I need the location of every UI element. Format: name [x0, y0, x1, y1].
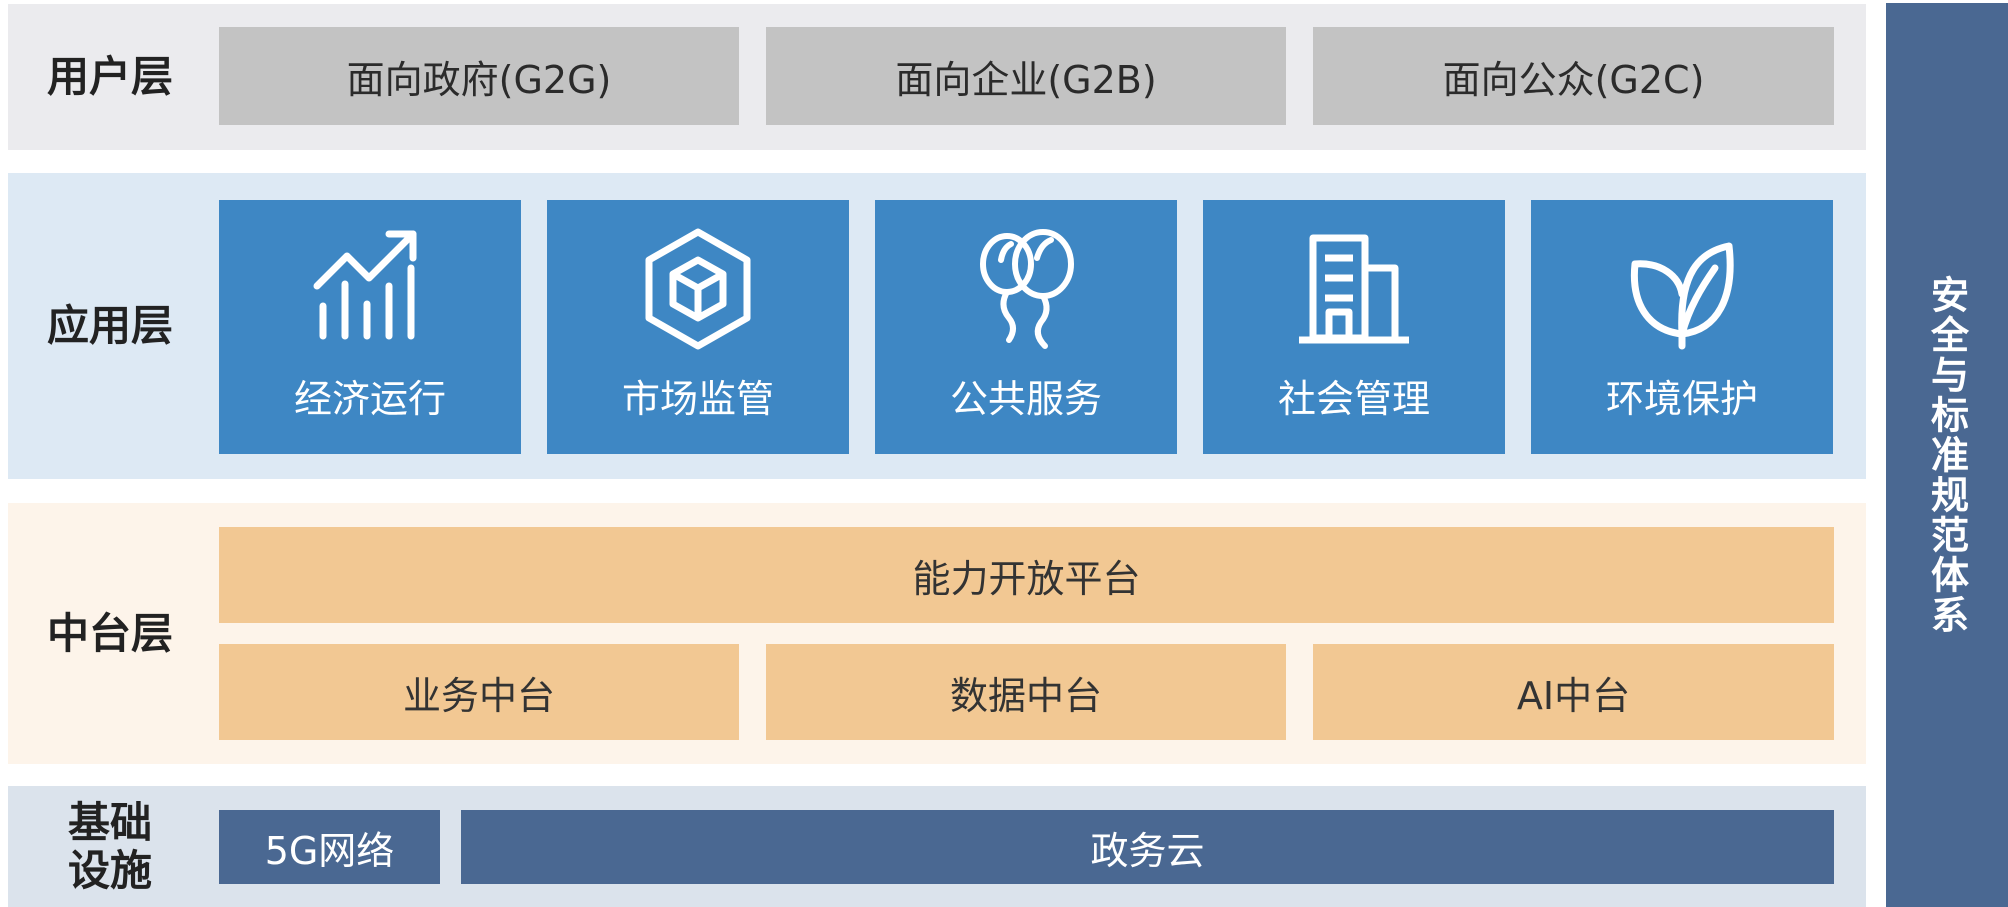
app-tile-market: 市场监管: [547, 200, 849, 454]
building-icon: [1289, 224, 1419, 354]
data-middle-platform-box: 数据中台: [766, 644, 1286, 740]
balloons-icon: [961, 224, 1091, 354]
app-tile-economy: 经济运行: [219, 200, 521, 454]
business-middle-platform-box: 业务中台: [219, 644, 739, 740]
ai-middle-platform-box: AI中台: [1313, 644, 1834, 740]
g2g-box: 面向政府(G2G): [219, 27, 739, 125]
trend-chart-icon: [305, 224, 435, 354]
g2c-box: 面向公众(G2C): [1313, 27, 1834, 125]
government-cloud-box: 政务云: [461, 810, 1834, 884]
5g-network-box: 5G网络: [219, 810, 440, 884]
app-tile-label: 公共服务: [949, 377, 1102, 421]
capability-open-platform-box: 能力开放平台: [219, 527, 1834, 623]
g2b-box: 面向企业(G2B): [766, 27, 1286, 125]
app-tile-label: 市场监管: [621, 377, 774, 421]
app-tile-label: 经济运行: [293, 377, 446, 421]
security-standards-label: 安全与标准规范体系: [1924, 275, 1969, 635]
app-tile-label: 环境保护: [1605, 377, 1758, 421]
app-tile-social-management: 社会管理: [1203, 200, 1505, 454]
app-layer-label: 应用层: [46, 301, 173, 351]
middle-layer-label: 中台层: [46, 608, 173, 658]
security-standards-bar: 安全与标准规范体系: [1886, 3, 2008, 907]
hexagon-cube-icon: [633, 224, 763, 354]
leaf-icon: [1617, 224, 1747, 354]
app-tile-public-service: 公共服务: [875, 200, 1177, 454]
app-tile-label: 社会管理: [1277, 377, 1430, 421]
app-tile-environment: 环境保护: [1531, 200, 1833, 454]
user-layer-label: 用户层: [46, 52, 173, 102]
infra-layer-label: 基础设施: [67, 798, 152, 895]
